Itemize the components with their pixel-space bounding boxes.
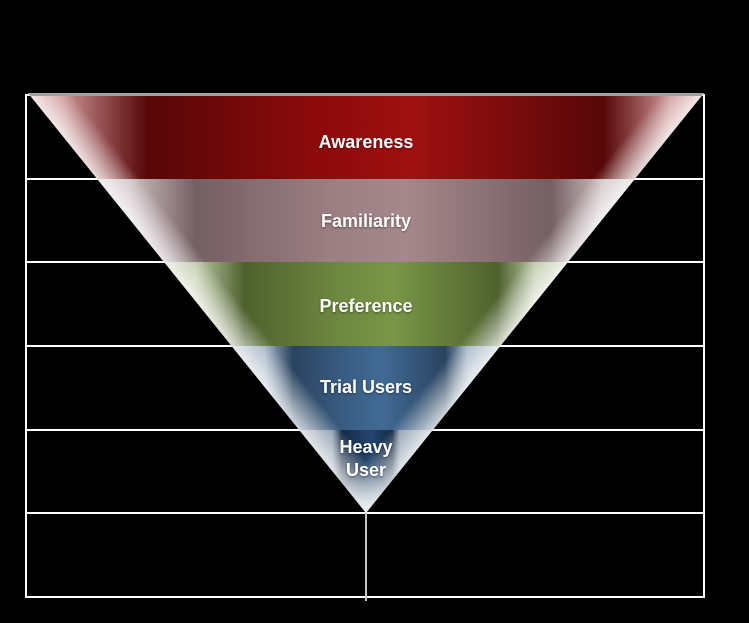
- stage-label-preference: Preference: [319, 296, 413, 316]
- axis-right-line: [703, 94, 705, 598]
- axis-left-line: [25, 94, 27, 598]
- stage-label-familiarity: Familiarity: [320, 211, 412, 231]
- stage-label-trial-users: Trial Users: [319, 377, 413, 397]
- stage-label-awareness: Awareness: [318, 132, 414, 152]
- stage-label-heavy-user: Heavy User: [339, 437, 393, 480]
- funnel-stem-line: [365, 513, 367, 601]
- funnel-top-cap: [28, 93, 704, 96]
